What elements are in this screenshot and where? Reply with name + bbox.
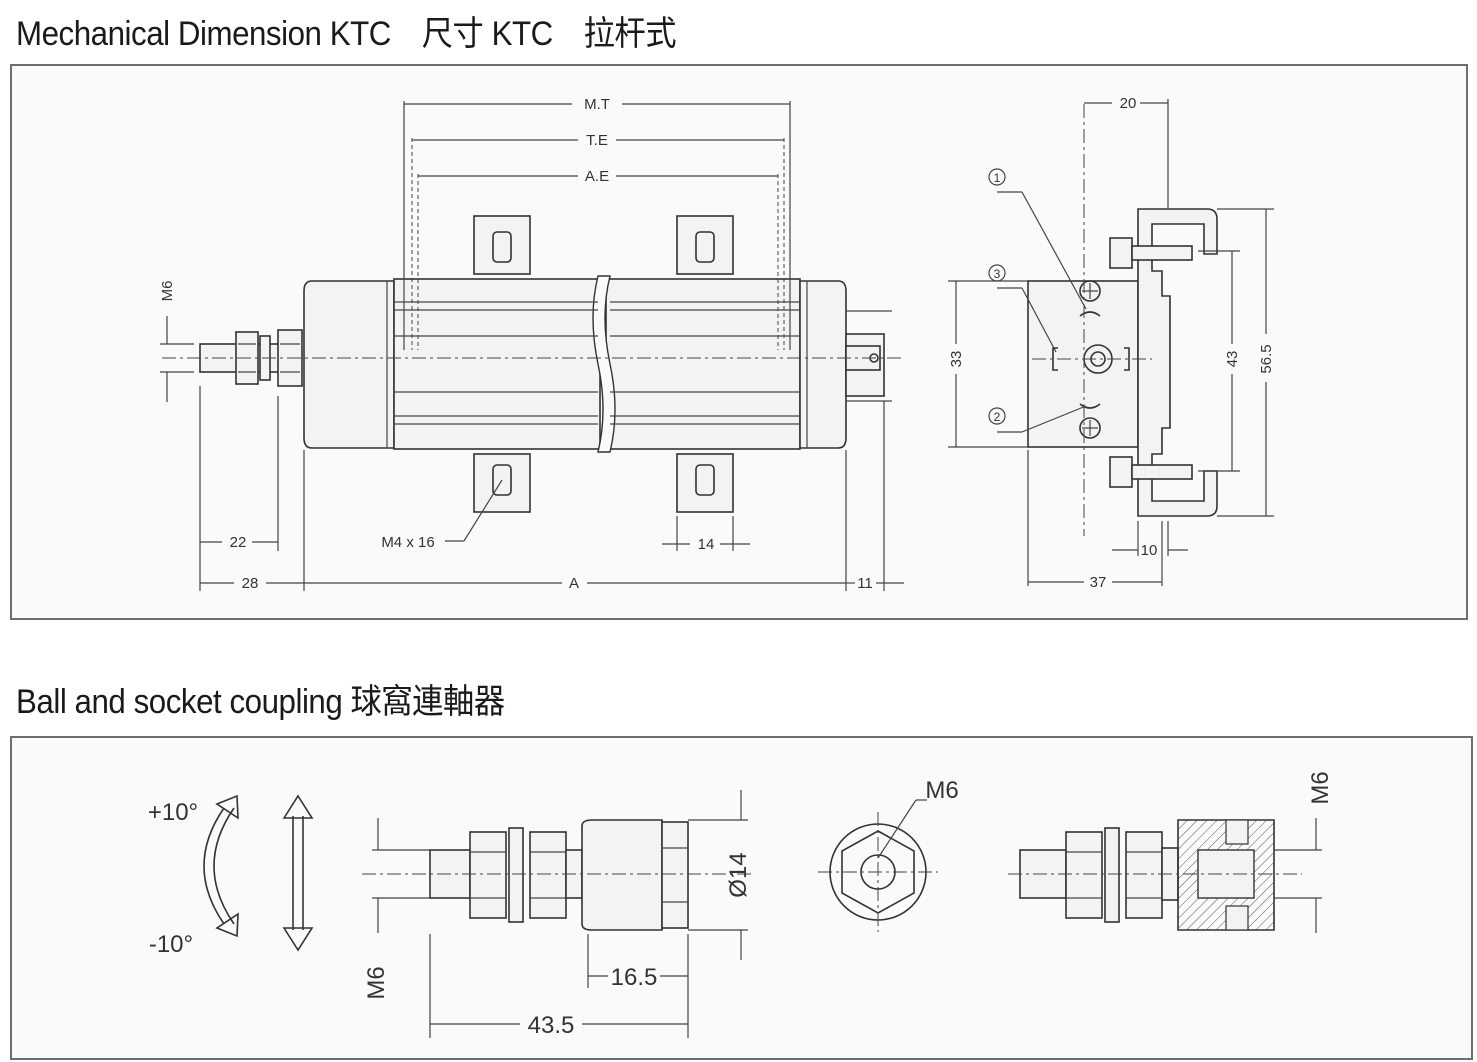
coupling-title: Ball and socket coupling 球窩連軸器: [16, 683, 505, 721]
mt-label: M.T: [584, 96, 610, 113]
swing-arrows: [203, 794, 314, 952]
dim-37-label: 37: [1090, 574, 1107, 591]
m6-end-label: M6: [925, 777, 958, 804]
dim-43-label: 43: [1224, 351, 1241, 368]
dim-10-label: 10: [1141, 542, 1158, 559]
mechanical-dimension-panel: M.T T.E A.E M6 22 28 A 11 M4 x 16 14: [10, 64, 1468, 620]
callout-3-label: 3: [994, 267, 1001, 281]
m6-label: M6: [159, 281, 176, 302]
minus-10-label: -10°: [149, 931, 193, 958]
dim-20-label: 20: [1120, 95, 1137, 112]
ae-label: A.E: [585, 168, 609, 185]
dim-43-5-label: 43.5: [528, 1012, 575, 1039]
coupling-panel: +10° -10° M6 Ø14 16.5 43.5: [10, 736, 1473, 1060]
dim-28-label: 28: [242, 575, 259, 592]
te-label: T.E: [586, 132, 608, 149]
dim-16-5-label: 16.5: [611, 964, 658, 991]
transducer-body: [199, 215, 892, 513]
mechanical-dimension-title: Mechanical Dimension KTC 尺寸 KTC 拉杆式: [16, 15, 677, 53]
m6-left-label: M6: [363, 966, 390, 999]
dim-56-5-label: 56.5: [1258, 344, 1275, 373]
dim-22-label: 22: [230, 534, 247, 551]
m4x16-label: M4 x 16: [381, 534, 434, 551]
dim-11-label: 11: [857, 575, 873, 592]
mechanical-drawing: M.T T.E A.E M6 22 28 A 11 M4 x 16 14: [159, 95, 1275, 592]
dim-a-label: A: [569, 575, 579, 592]
dim-33-label: 33: [948, 351, 965, 368]
plus-10-label: +10°: [148, 799, 198, 826]
coupling-end-view: [818, 799, 938, 932]
coupling-section: [1008, 818, 1322, 933]
side-view: [948, 99, 1274, 586]
callout-2-label: 2: [994, 410, 1001, 424]
coupling-drawing: +10° -10° M6 Ø14 16.5 43.5: [148, 771, 1334, 1039]
m6-dimension: [160, 316, 194, 402]
dim-14-label: 14: [698, 536, 715, 553]
bottom-dimensions: [199, 386, 904, 591]
coupling-side: [362, 790, 752, 1038]
m6-right-label: M6: [1307, 771, 1334, 804]
top-dimensions: [403, 101, 791, 350]
callout-1-label: 1: [994, 171, 1001, 185]
d14-label: Ø14: [725, 852, 752, 897]
